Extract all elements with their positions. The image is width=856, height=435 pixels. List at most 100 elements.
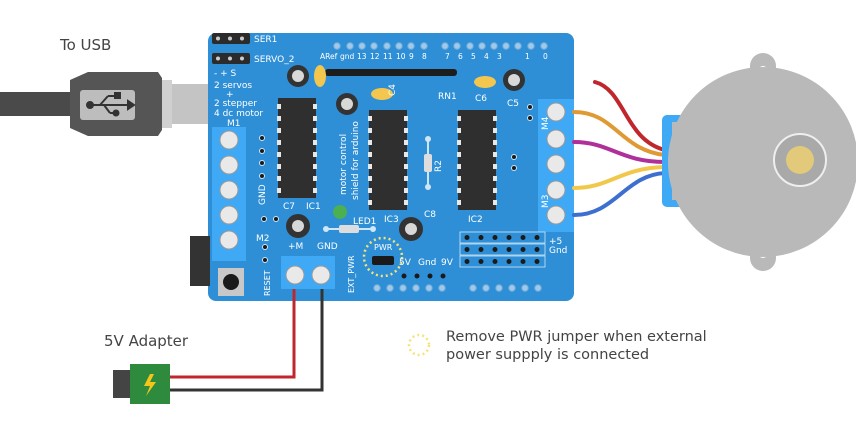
board-title-1: motor control [339, 134, 349, 195]
label-9v: 9V [441, 258, 454, 268]
motor-wires [572, 80, 667, 217]
usb-cable [0, 72, 210, 136]
digital-header-pins [333, 42, 548, 50]
label-gnd3: Gnd [549, 246, 567, 256]
header-label: 4 [484, 52, 489, 61]
motor-shield-board [190, 33, 574, 301]
label-ic3: IC3 [384, 215, 399, 225]
label-c5: C5 [507, 99, 519, 109]
label-m4: M4 [541, 116, 551, 130]
label-rn1: RN1 [438, 92, 457, 102]
label-led1: LED1 [353, 217, 376, 227]
header-label: ARef [320, 52, 338, 61]
power-adapter [113, 364, 170, 404]
header-pin [407, 42, 415, 50]
screw-terminal [546, 154, 566, 174]
label-c6: C6 [475, 94, 487, 104]
header-pin [383, 42, 391, 50]
ic-chips [278, 98, 496, 210]
legend-1: 2 servos [214, 81, 252, 91]
legend-2: + [226, 90, 234, 100]
usb-label: To USB [60, 36, 112, 54]
screw-terminal [546, 205, 566, 225]
header-label: 3 [497, 52, 502, 61]
label-pwr: PWR [374, 243, 393, 252]
terminal-m1-m2 [212, 127, 246, 261]
led1 [333, 205, 347, 219]
label-reset: RESET [263, 270, 272, 296]
screw-terminal [219, 155, 239, 175]
header-pin [478, 42, 486, 50]
pwr-note: Remove PWR jumper when external power su… [446, 328, 707, 364]
header-pin [370, 42, 378, 50]
ext-pwr-terminal [281, 256, 335, 289]
header-pin [453, 42, 461, 50]
pwr-legend-icon [407, 333, 431, 357]
adapter-label: 5V Adapter [104, 332, 189, 350]
header-label: 13 [357, 52, 367, 61]
header-label: 8 [422, 52, 427, 61]
label-plus5: +5 [549, 237, 562, 247]
header-label: 9 [409, 52, 414, 61]
led-resistor [323, 225, 376, 233]
header-pin [490, 42, 498, 50]
label-gnd2: Gnd [418, 258, 436, 268]
header-label: 12 [370, 52, 380, 61]
terminal-m3-m4 [538, 99, 574, 232]
header-pin [346, 42, 354, 50]
label-m2: M2 [256, 234, 270, 244]
header-slot [325, 69, 457, 76]
header-label: 10 [396, 52, 406, 61]
resistor-r2 [424, 136, 432, 190]
header-label: 1 [525, 52, 530, 61]
header-pin [441, 42, 449, 50]
pwr-note-line1: Remove PWR jumper when external [446, 329, 707, 345]
screw-terminal [219, 205, 239, 225]
label-ser1: SER1 [254, 35, 277, 45]
label-5v: 5V [399, 258, 412, 268]
header-pin [358, 42, 366, 50]
header-pin [420, 42, 428, 50]
legend-3: 2 stepper [214, 99, 257, 109]
label-gnd: GND [317, 242, 338, 252]
label-m1: M1 [227, 119, 241, 129]
header-label: 7 [445, 52, 450, 61]
header-label: 6 [458, 52, 463, 61]
header-label: 0 [543, 52, 548, 61]
stepper-motor [662, 53, 856, 271]
power-jack-side [190, 236, 210, 286]
label-m3: M3 [541, 195, 551, 209]
legend-0: - + S [214, 69, 237, 79]
servo-headers [212, 33, 250, 64]
screw-terminal [546, 180, 566, 200]
label-c4: C4 [388, 84, 398, 96]
label-gnd-vertical: GND [258, 184, 268, 205]
legend-4: 4 dc motor [214, 109, 263, 119]
label-ic2: IC2 [468, 215, 483, 225]
header-pin [466, 42, 474, 50]
capacitors [286, 65, 525, 241]
label-ic1: IC1 [306, 202, 321, 212]
header-label: gnd [340, 52, 355, 61]
header-pin [395, 42, 403, 50]
header-pin [333, 42, 341, 50]
label-ext-pwr: EXT_PWR [347, 255, 356, 293]
screw-terminal [219, 180, 239, 200]
header-label: 11 [383, 52, 393, 61]
label-servo2: SERVO_2 [254, 55, 294, 65]
header-pin [540, 42, 548, 50]
label-r2: R2 [434, 160, 444, 172]
label-c7: C7 [283, 202, 295, 212]
pwr-note-line2: power suppply is connected [446, 347, 650, 363]
header-label: 5 [471, 52, 476, 61]
label-c8: C8 [424, 210, 436, 220]
board-title-2: shield for arduino [351, 121, 361, 200]
label-plus-m: +M [288, 242, 303, 252]
screw-terminal [546, 102, 566, 122]
screw-terminal [219, 130, 239, 150]
screw-terminal [546, 129, 566, 149]
header-pin [502, 42, 510, 50]
adapter-wires [170, 289, 324, 392]
reset-button [218, 268, 244, 296]
